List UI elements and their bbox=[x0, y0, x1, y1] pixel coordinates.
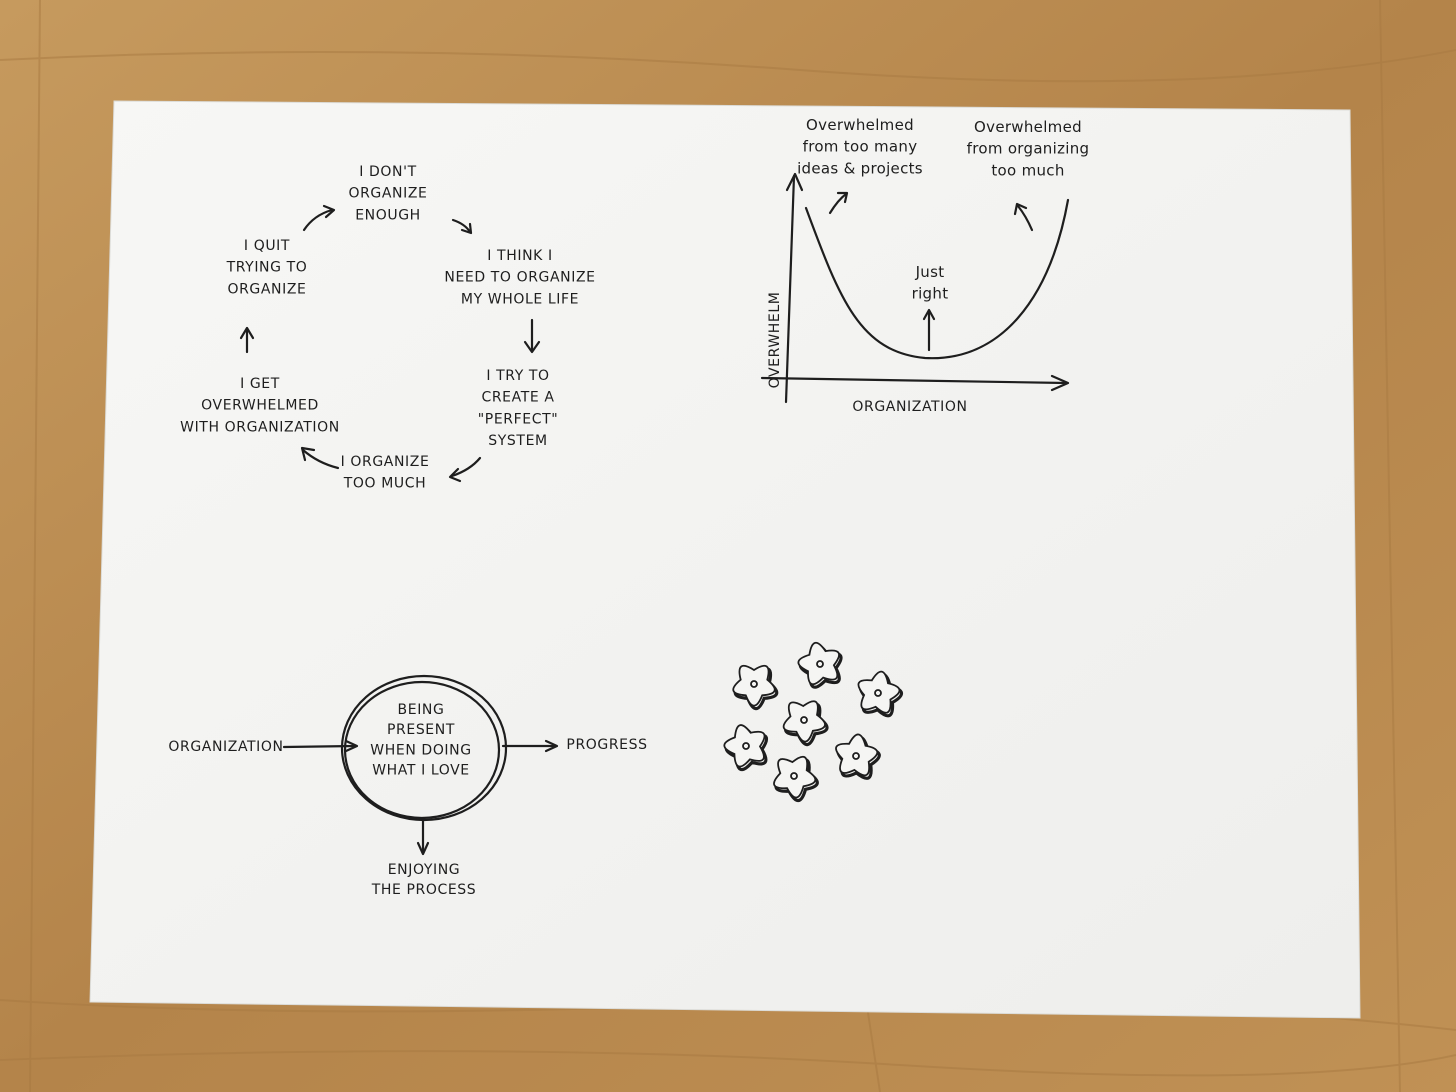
paper-sheet bbox=[89, 100, 1361, 1019]
flower-petals bbox=[797, 641, 840, 686]
text-line: OVERWHELMED bbox=[201, 398, 319, 414]
y-axis bbox=[784, 172, 804, 404]
flower-center bbox=[750, 680, 758, 688]
text-line: BEING bbox=[398, 702, 445, 718]
cycle-step-1: I DON'T ORGANIZE ENOUGH bbox=[348, 164, 427, 223]
text-line: Overwhelmed bbox=[806, 116, 914, 134]
input-label: ORGANIZATION bbox=[168, 739, 283, 755]
flower-doodle bbox=[797, 641, 843, 689]
cycle-arrow-1 bbox=[451, 218, 473, 235]
overwhelm-curve-chart: Overwhelmed from too many ideas & projects… bbox=[760, 116, 1090, 415]
cycle-step-6: I QUIT TRYING TO ORGANIZE bbox=[226, 238, 308, 297]
flower-doodle bbox=[835, 733, 881, 780]
text-line: from too many bbox=[803, 138, 918, 156]
text-line: TRYING TO bbox=[226, 260, 308, 276]
flower-center bbox=[816, 660, 824, 668]
flower-doodles bbox=[723, 641, 904, 803]
text-line: "PERFECT" bbox=[478, 411, 559, 427]
text-line: too much bbox=[991, 161, 1064, 179]
flower-petals bbox=[773, 755, 817, 799]
cycle-arrow-5 bbox=[239, 326, 255, 354]
text-line: SYSTEM bbox=[488, 433, 547, 449]
cycle-step-4: I ORGANIZE TOO MUCH bbox=[341, 454, 430, 492]
left-note-arrow bbox=[828, 191, 849, 215]
text-line: I GET bbox=[240, 376, 280, 392]
text-line: ENJOYING bbox=[388, 862, 461, 878]
text-line: TOO MUCH bbox=[343, 476, 426, 492]
flower-center bbox=[790, 772, 798, 780]
text-line: ORGANIZE bbox=[348, 186, 427, 202]
u-curve bbox=[804, 198, 1070, 360]
text-line: NEED TO ORGANIZE bbox=[444, 270, 595, 286]
cycle-step-3: I TRY TO CREATE A "PERFECT" SYSTEM bbox=[478, 368, 559, 449]
flower-doodle bbox=[723, 724, 769, 772]
text-line: I DON'T bbox=[359, 164, 416, 180]
output-down-arrow bbox=[416, 816, 430, 856]
output-down-label: ENJOYING THE PROCESS bbox=[371, 862, 477, 898]
text-line: ORGANIZE bbox=[227, 281, 306, 297]
cycle-arrow-3 bbox=[448, 456, 482, 483]
flower-doodle bbox=[782, 700, 829, 747]
text-line: ideas & projects bbox=[797, 159, 923, 177]
output-right-arrow bbox=[501, 739, 559, 753]
flower-petals bbox=[835, 733, 879, 777]
flower-petals bbox=[857, 670, 901, 714]
text-line: PRESENT bbox=[387, 722, 455, 738]
text-line: I TRY TO bbox=[486, 368, 549, 384]
cycle-arrow-2 bbox=[523, 318, 541, 354]
output-right-label: PROGRESS bbox=[566, 737, 647, 753]
flower-petals bbox=[723, 724, 766, 768]
right-note: Overwhelmed from organizing too much bbox=[967, 118, 1090, 179]
flower-petals bbox=[782, 700, 826, 743]
text-line: WITH ORGANIZATION bbox=[180, 419, 340, 435]
left-note: Overwhelmed from too many ideas & projects bbox=[797, 116, 923, 177]
flower-center bbox=[874, 689, 882, 697]
text-line: MY WHOLE LIFE bbox=[461, 291, 579, 307]
text-line: THE PROCESS bbox=[371, 882, 477, 898]
x-axis bbox=[760, 374, 1070, 392]
flower-doodle bbox=[773, 755, 819, 803]
text-line: WHEN DOING bbox=[370, 742, 471, 758]
flow-diagram: BEING PRESENT WHEN DOING WHAT I LOVE ORGANI… bbox=[168, 674, 647, 898]
cycle-arrow-4 bbox=[300, 446, 340, 470]
x-axis-label: ORGANIZATION bbox=[852, 399, 967, 415]
flower-center bbox=[800, 716, 808, 724]
text-line: ENOUGH bbox=[355, 207, 421, 223]
input-arrow bbox=[282, 739, 359, 753]
y-axis-label: OVERWHELM bbox=[767, 292, 783, 389]
flower-doodle bbox=[857, 670, 904, 718]
text-line: Overwhelmed bbox=[974, 118, 1082, 136]
flower-center bbox=[852, 752, 860, 760]
center-text: BEING PRESENT WHEN DOING WHAT I LOVE bbox=[370, 702, 471, 778]
text-line: CREATE A bbox=[481, 390, 554, 406]
text-line: I ORGANIZE bbox=[341, 454, 430, 470]
middle-note-arrow bbox=[922, 308, 936, 352]
flower-doodle bbox=[732, 664, 779, 711]
text-line: Just bbox=[915, 263, 945, 281]
cycle-diagram: I DON'T ORGANIZE ENOUGH I THINK I NEED TO O… bbox=[180, 164, 595, 492]
text-line: from organizing bbox=[967, 140, 1090, 158]
flower-center bbox=[742, 742, 750, 750]
cycle-arrow-6 bbox=[302, 204, 336, 232]
text-line: I QUIT bbox=[244, 238, 290, 254]
text-line: right bbox=[912, 285, 949, 303]
right-note-arrow bbox=[1013, 202, 1034, 232]
flower-petals bbox=[732, 664, 776, 707]
cycle-step-5: I GET OVERWHELMED WITH ORGANIZATION bbox=[180, 376, 340, 435]
text-line: WHAT I LOVE bbox=[372, 762, 470, 778]
text-line: I THINK I bbox=[487, 248, 552, 264]
middle-note: Just right bbox=[912, 263, 949, 303]
cycle-step-2: I THINK I NEED TO ORGANIZE MY WHOLE LIFE bbox=[444, 248, 595, 307]
